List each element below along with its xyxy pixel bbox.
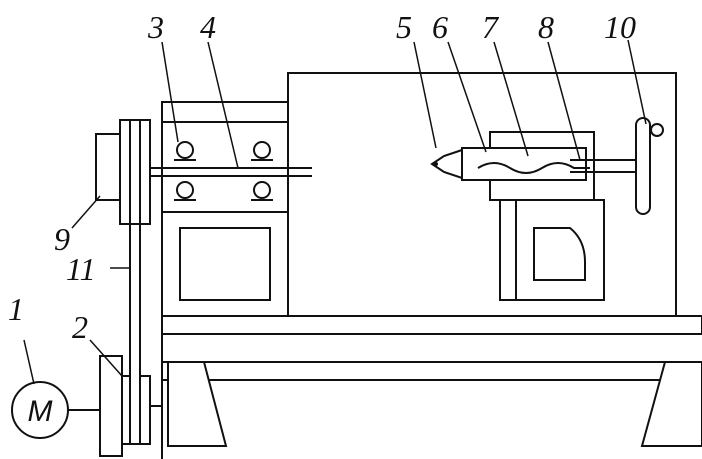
handwheel-screw: [570, 159, 640, 173]
label-11: 11: [66, 251, 96, 287]
label-7: 7: [482, 9, 500, 45]
lower-pulley: [99, 355, 162, 457]
label-2: 2: [72, 309, 88, 345]
motor: M: [11, 381, 100, 439]
housing-panel: [287, 72, 677, 317]
label-3: 3: [147, 9, 164, 45]
drive-belt: [129, 120, 141, 444]
feed-screw: [477, 162, 590, 174]
leader-lines: [23, 39, 647, 385]
label-1: 1: [8, 291, 24, 327]
upper-pulley: [95, 119, 151, 225]
gear-set: [174, 141, 273, 201]
headstock: [161, 101, 289, 317]
label-6: 6: [432, 9, 448, 45]
label-5: 5: [396, 9, 412, 45]
label-9: 9: [54, 221, 70, 257]
handwheel-lever: [635, 117, 664, 215]
part-labels: 1 2 3 4 5 6 7 8 9 10 11: [8, 9, 636, 345]
label-8: 8: [538, 9, 554, 45]
spindle-shaft: [150, 167, 312, 177]
motor-symbol: M: [28, 395, 53, 428]
lathe-bed: [161, 315, 702, 459]
label-4: 4: [200, 9, 216, 45]
label-10: 10: [604, 9, 636, 45]
